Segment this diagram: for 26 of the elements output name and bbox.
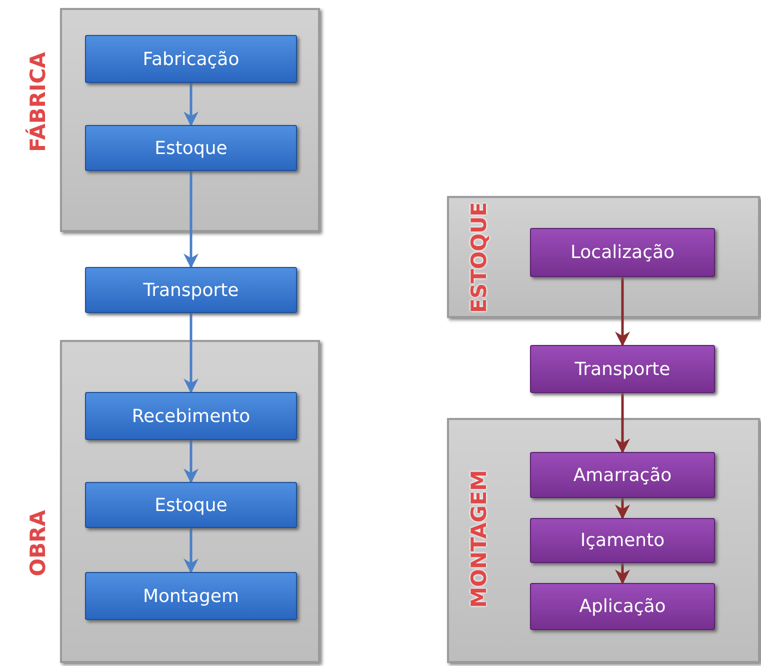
arrow xyxy=(184,440,198,484)
process-box: Localização xyxy=(530,228,715,277)
group-panel xyxy=(447,196,760,318)
arrow xyxy=(615,563,630,584)
arrow xyxy=(615,498,630,520)
arrow xyxy=(184,83,198,126)
process-box: Fabricação xyxy=(85,35,297,83)
arrow xyxy=(615,277,630,346)
process-box: Montagem xyxy=(85,572,297,620)
group-title: FÁBRICA xyxy=(28,52,49,152)
process-box: Aplicação xyxy=(530,583,715,630)
arrow xyxy=(615,393,630,454)
group-title: OBRA xyxy=(28,510,49,576)
process-box: Transporte xyxy=(530,345,715,393)
process-box: Transporte xyxy=(85,267,297,313)
process-box: Estoque xyxy=(85,482,297,528)
group-panel xyxy=(447,418,760,663)
arrow xyxy=(184,171,198,268)
arrow xyxy=(184,313,198,394)
process-box: Recebimento xyxy=(85,392,297,440)
group-title: ESTOQUE xyxy=(469,202,490,313)
process-box: Amarração xyxy=(530,452,715,498)
arrow xyxy=(184,528,198,574)
process-box: Içamento xyxy=(530,518,715,563)
group-title: MONTAGEM xyxy=(469,470,490,608)
process-box: Estoque xyxy=(85,125,297,171)
